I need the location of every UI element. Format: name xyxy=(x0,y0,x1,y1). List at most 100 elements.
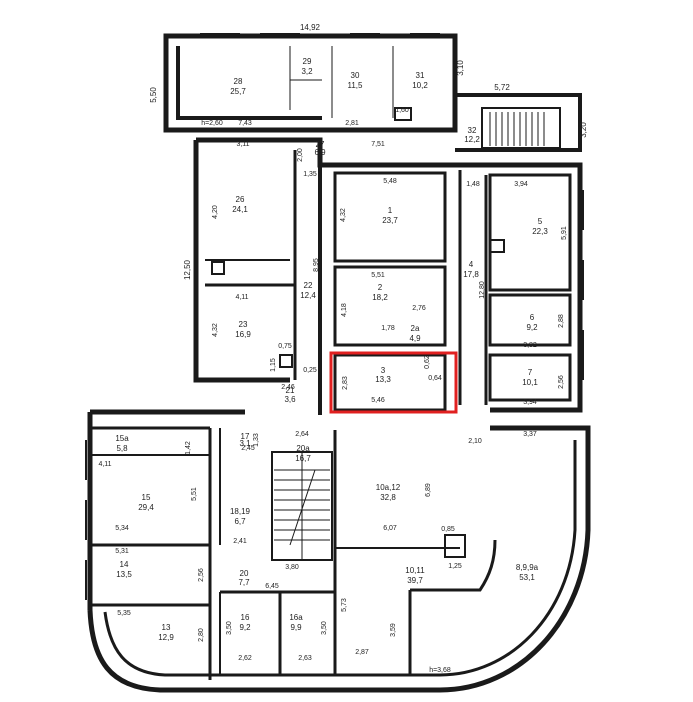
room-27: 276,9 xyxy=(314,140,326,157)
room-16: 169,2 xyxy=(239,613,251,632)
dim-label: 2,76 xyxy=(412,305,426,312)
dim-label: 2,41 xyxy=(233,538,247,545)
room-number: 5 xyxy=(538,217,543,226)
dim-label: 2,45 xyxy=(241,445,255,452)
dim-label: 6,45 xyxy=(265,583,279,590)
room-number: 17 xyxy=(241,432,250,441)
room-number: 15 xyxy=(142,493,151,502)
room-6: 69,2 xyxy=(526,313,538,332)
dim-label: 5,46 xyxy=(371,397,385,404)
room-area: 22,3 xyxy=(532,227,548,236)
dim-label: 0,75 xyxy=(278,343,292,350)
room-number: 7 xyxy=(528,368,533,377)
dim-label: 2,56 xyxy=(198,568,205,582)
room-area: 3,1 xyxy=(239,439,251,448)
room-4: 417,8 xyxy=(463,260,479,279)
dim-label: 7,43 xyxy=(238,120,252,127)
interior-walls xyxy=(90,46,572,680)
overall-labels: 14,92 5,50 3,10 5,72 3,20 12,50 h=2,60 h… xyxy=(149,23,588,674)
width-total-label: 14,92 xyxy=(300,23,321,32)
room-2: 218,2 xyxy=(372,283,388,302)
dim-label: 3,82 xyxy=(523,342,537,349)
dim-label: 2,46 xyxy=(281,384,295,391)
room-29: 293,2 xyxy=(301,57,313,76)
room-area: 24,1 xyxy=(232,205,248,214)
dim-label: 7,51 xyxy=(371,141,385,148)
room-area: 7,7 xyxy=(238,578,250,587)
dim-label: 3,50 xyxy=(321,621,328,635)
stair-center xyxy=(271,451,333,561)
room-1: 123,7 xyxy=(382,206,398,225)
room-number: 3 xyxy=(381,366,386,375)
room-area: 23,7 xyxy=(382,216,398,225)
room-area: 10,2 xyxy=(412,81,428,90)
room-number: 1 xyxy=(388,206,393,215)
room-area: 12,9 xyxy=(158,633,174,642)
dim-label: 1,42 xyxy=(185,441,192,455)
dim-label: 2,00 xyxy=(297,148,304,162)
highlight-frame[interactable] xyxy=(329,351,458,414)
room-number: 18,19 xyxy=(230,507,251,516)
ceiling-height-top: h=2,60 xyxy=(201,120,223,127)
room-number: 30 xyxy=(351,71,360,80)
room-area: 12,2 xyxy=(464,135,480,144)
room-area: 3,2 xyxy=(301,67,313,76)
room-area: 16,7 xyxy=(295,454,311,463)
room-2a: 2a4,9 xyxy=(409,324,421,343)
dim-label: 5,31 xyxy=(115,548,129,555)
dim-label: 1,25 xyxy=(448,563,462,570)
room-number: 20 xyxy=(240,569,249,578)
dim-label: 5,91 xyxy=(561,226,568,240)
dim-label: 3,94 xyxy=(523,399,537,406)
room-number: 16a xyxy=(289,613,303,622)
dim-label: 2,80 xyxy=(198,628,205,642)
dim-label: 3,59 xyxy=(390,623,397,637)
room-18-19: 18,196,7 xyxy=(230,507,251,526)
room-number: 10,11 xyxy=(405,566,425,575)
room-area: 6,7 xyxy=(234,517,246,526)
room-area: 18,2 xyxy=(372,293,388,302)
room-number: 6 xyxy=(530,313,535,322)
room-number: 22 xyxy=(304,281,313,290)
room-number: 26 xyxy=(236,195,245,204)
dim-label: 2,63 xyxy=(298,655,312,662)
dimension-labels: 7,43 2,81 7,51 3,11 2,00 1,48 3,94 5,48 … xyxy=(98,107,568,662)
dim-label: 0,25 xyxy=(303,367,317,374)
dim-label: 2,56 xyxy=(558,375,565,389)
dim-label: 5,51 xyxy=(191,487,198,501)
room-area: 4,9 xyxy=(409,334,421,343)
room-20: 207,7 xyxy=(238,569,250,587)
dim-label: 1,15 xyxy=(270,358,277,372)
dim-label: 5,34 xyxy=(115,525,129,532)
dim-label: 3,11 xyxy=(236,141,249,148)
dim-label: 4,18 xyxy=(341,303,348,317)
right-top-label-3: 3,20 xyxy=(579,122,588,138)
dim-label: 2,81 xyxy=(345,120,359,127)
room-area: 25,7 xyxy=(230,87,246,96)
room-area: 9,9 xyxy=(290,623,302,632)
room-number: 4 xyxy=(469,260,474,269)
dim-label: 12,80 xyxy=(479,281,486,299)
dim-label: 1,60 xyxy=(395,107,409,114)
dim-label: 3,80 xyxy=(285,564,299,571)
room-number: 10a,12 xyxy=(376,483,401,492)
dim-label: 4,32 xyxy=(340,208,347,222)
dim-label: 5,35 xyxy=(117,610,131,617)
room-number: 21 xyxy=(286,386,295,395)
room-area: 53,1 xyxy=(519,573,535,582)
dim-label: 2,88 xyxy=(558,314,565,328)
dim-label: 2,64 xyxy=(295,431,309,438)
dim-label: 4,11 xyxy=(98,461,111,468)
room-area: 11,5 xyxy=(348,81,364,90)
dim-label: 5,48 xyxy=(383,178,397,185)
dim-label: 1,78 xyxy=(381,325,395,332)
dim-label: 3,50 xyxy=(226,621,233,635)
